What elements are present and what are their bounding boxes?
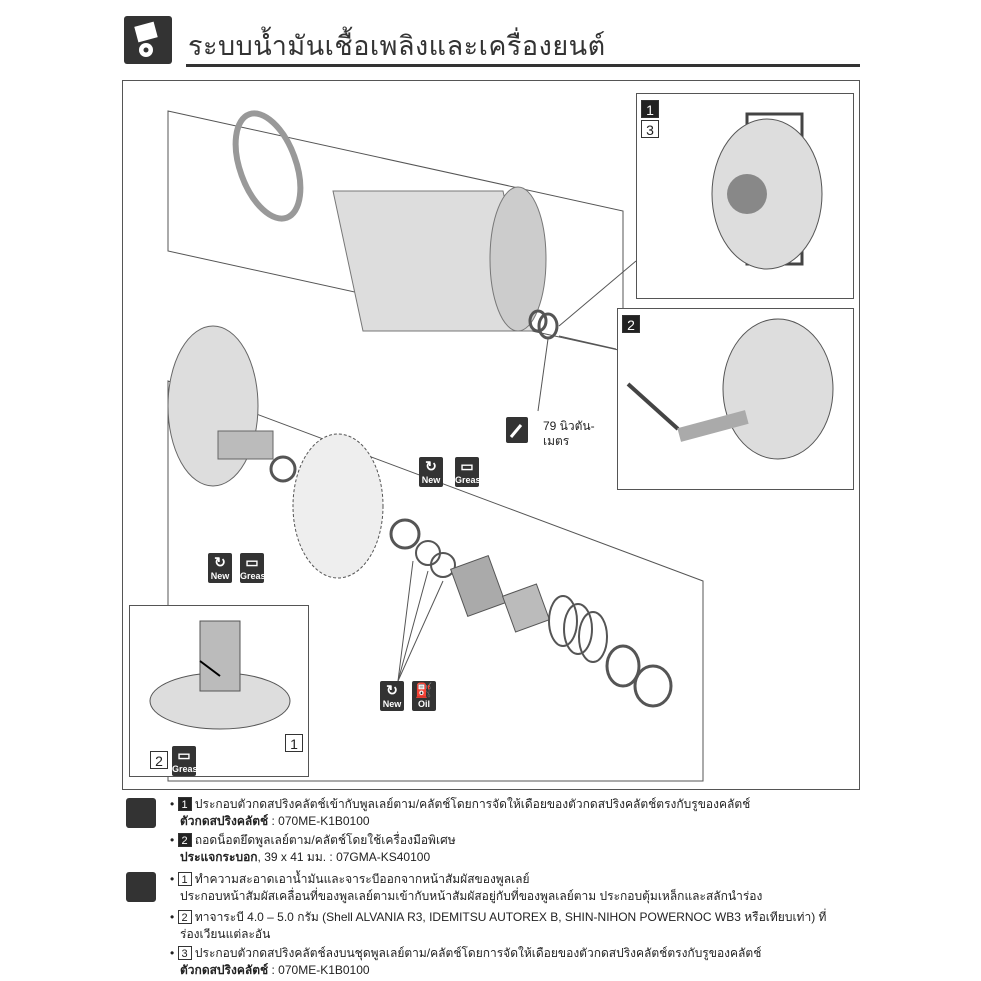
page-title: ระบบน้ำมันเชื้อเพลิงและเครื่องยนต์ <box>188 31 606 62</box>
note-text: ประกอบตัวกดสปริงคลัตช์ลงบนชุดพูลเลย์ตาม/… <box>194 946 762 960</box>
grease-badge: ▭Grease <box>172 746 203 776</box>
note-1: • 1 ประกอบตัวกดสปริงคลัตช์เข้ากับพูลเลย์… <box>170 797 751 828</box>
note-text-2: ร่องเวียนแต่ละอัน <box>180 927 271 941</box>
note-text: ถอดน็อตยึดพูลเลย์ตาม/คลัตช์โดยใช้เครื่อง… <box>194 833 456 847</box>
grease-label: Grease <box>455 475 486 485</box>
torque-value: 79 นิวตัน- <box>543 419 595 433</box>
note-text: ทำความสะอาดเอาน้ำมันและจาระบีออกจากหน้าส… <box>194 872 530 886</box>
note-num: 1 <box>177 872 192 886</box>
exploded-view-drawing <box>167 110 704 782</box>
new-label: New <box>421 475 441 485</box>
oil-label: Oil <box>417 699 430 709</box>
new-badge: ↻New <box>208 553 232 583</box>
inset-label-2: 2 <box>150 751 168 769</box>
tool-label: ประแจกระบอก <box>180 850 258 864</box>
note-3: • 1 ทำความสะอาดเอาน้ำมันและจาระบีออกจากห… <box>170 872 763 903</box>
note-num: 3 <box>177 946 192 960</box>
torque-unit: เมตร <box>543 434 570 448</box>
note-num: 2 <box>177 910 192 924</box>
lubricate-icon <box>126 872 156 902</box>
inset-clutch-spring-compressor: 1 3 <box>636 93 854 299</box>
note-num: 1 <box>177 797 192 811</box>
tool-code: : 070ME-K1B0100 <box>268 814 370 828</box>
new-label: New <box>210 571 230 581</box>
torque-spec: 79 นิวตัน-เมตร <box>543 419 595 449</box>
note-2: • 2 ถอดน็อตยึดพูลเลย์ตาม/คลัตช์โดยใช้เคร… <box>170 833 456 864</box>
grease-label: Grease <box>172 764 203 774</box>
inset-label-1: 1 <box>285 734 303 752</box>
note-text-2: ประกอบหน้าสัมผัสเคลื่อนที่ของพูลเลย์ตามเ… <box>180 889 763 903</box>
inset-locknut-wrench: 2 <box>617 308 854 490</box>
note-text: ประกอบตัวกดสปริงคลัตช์เข้ากับพูลเลย์ตาม/… <box>194 797 751 811</box>
grease-badge: ▭Grease <box>240 553 271 583</box>
step-2-badge: 2 <box>622 315 640 333</box>
title-rule <box>186 64 860 67</box>
diagram-frame: 1 3 2 79 นิวตัน-เมตร ↻New ▭Grease ↻New ▭… <box>122 80 860 790</box>
note-4: • 2 ทาจาระบี 4.0 – 5.0 กรัม (Shell ALVAN… <box>170 910 827 941</box>
driven-pulley-drawing <box>149 620 291 730</box>
new-badge: ↻New <box>380 681 404 711</box>
assembly-icon <box>126 798 156 828</box>
wrench-icon <box>506 417 528 443</box>
tool-code: : 070ME-K1B0100 <box>268 963 370 977</box>
note-text: ทาจาระบี 4.0 – 5.0 กรัม (Shell ALVANIA R… <box>194 910 827 924</box>
note-num: 2 <box>177 833 192 847</box>
new-badge: ↻New <box>419 457 443 487</box>
locknut-wrench-drawing <box>626 318 834 460</box>
step-3-badge: 3 <box>641 120 659 138</box>
tool-label: ตัวกดสปริงคลัตช์ <box>180 814 269 828</box>
clutch-compressor-drawing <box>711 112 823 270</box>
tool-label: ตัวกดสปริงคลัตช์ <box>180 963 269 977</box>
note-5: • 3 ประกอบตัวกดสปริงคลัตช์ลงบนชุดพูลเลย์… <box>170 946 762 977</box>
new-label: New <box>382 699 402 709</box>
tool-code: , 39 x 41 มม. : 07GMA-KS40100 <box>257 850 431 864</box>
oil-badge: ⛽Oil <box>412 681 436 711</box>
grease-label: Grease <box>240 571 271 581</box>
engine-icon <box>124 16 172 64</box>
step-1-badge: 1 <box>641 100 659 118</box>
grease-badge: ▭Grease <box>455 457 486 487</box>
inset-driven-pulley: 1 2 ▭Grease <box>129 605 309 777</box>
